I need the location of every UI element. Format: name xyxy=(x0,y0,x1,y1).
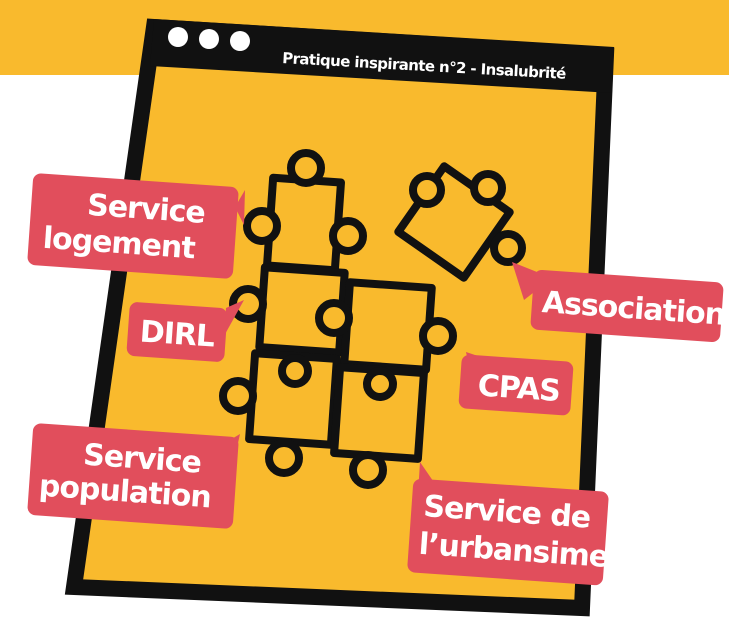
tag-pointer xyxy=(512,262,552,300)
tag-associations: Associations xyxy=(512,262,729,343)
tag-box xyxy=(407,478,609,586)
tag-box xyxy=(126,302,228,362)
tag-pointer xyxy=(235,190,245,225)
window-titlebar xyxy=(150,19,614,93)
window-dot-icon[interactable] xyxy=(168,27,188,47)
window-dot-icon[interactable] xyxy=(199,29,219,49)
tag-box xyxy=(27,173,239,279)
label-line: Service xyxy=(82,438,202,481)
tag-service-logement: Service logement xyxy=(27,173,245,279)
tag-cpas: CPAS xyxy=(458,352,574,416)
puzzle-knobs xyxy=(219,149,526,489)
tag-box xyxy=(27,423,239,529)
label-line: Service xyxy=(86,188,206,231)
window-dot-icon[interactable] xyxy=(230,31,250,51)
tag-service-urbanisme: Service de l’urbansime xyxy=(407,462,609,586)
tag-box xyxy=(530,269,724,343)
tag-box xyxy=(458,354,574,416)
tag-pointer xyxy=(224,300,244,336)
label-line: CPAS xyxy=(477,368,561,409)
label-line: DIRL xyxy=(139,314,216,354)
tag-service-population: Service population xyxy=(27,423,240,529)
tag-dirl: DIRL xyxy=(126,300,244,362)
